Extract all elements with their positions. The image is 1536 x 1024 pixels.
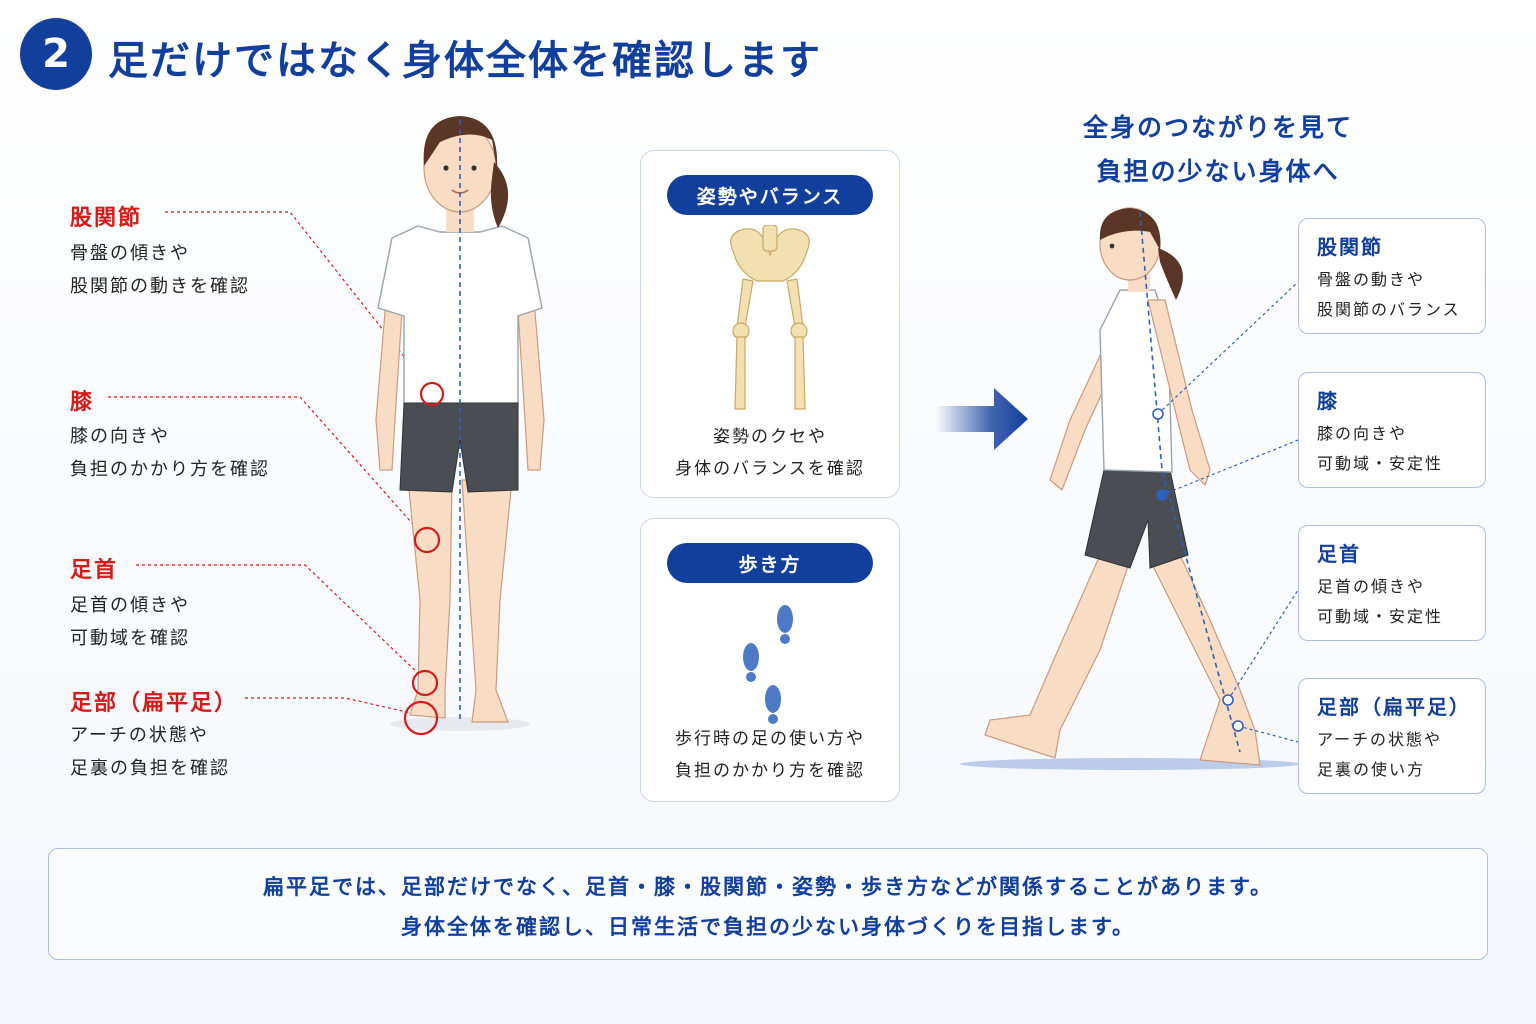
box-title: 股関節: [1317, 235, 1383, 259]
box-text: 骨盤の動きや 股関節のバランス: [1317, 265, 1461, 325]
skeleton-pelvis-icon: [730, 225, 810, 410]
label-line: 膝の向きや: [70, 426, 170, 447]
label-text: 足首の傾きや 可動域を確認: [70, 589, 190, 655]
footprints-icon: [743, 605, 793, 724]
box-line: 可動域・安定性: [1317, 454, 1444, 473]
label-line: アーチの状態や: [70, 725, 209, 746]
right-box-knee: 膝 膝の向きや 可動域・安定性: [1298, 372, 1486, 488]
heading-line: 全身のつながりを見て: [1082, 113, 1353, 142]
box-title: 膝: [1317, 389, 1339, 413]
box-line: 足裏の使い方: [1317, 760, 1426, 779]
walking-text: 歩行時の足の使い方や 負担のかかり方を確認: [641, 723, 899, 787]
right-box-hip: 股関節 骨盤の動きや 股関節のバランス: [1298, 218, 1486, 334]
box-title: 足首: [1317, 542, 1361, 566]
box-text: 膝の向きや 可動域・安定性: [1317, 419, 1443, 479]
posture-balance-text: 姿勢のクセや 身体のバランスを確認: [641, 421, 899, 485]
label-line: 可動域を確認: [70, 628, 190, 649]
joint-markers: [1152, 408, 1244, 732]
posture-balance-pill: 姿勢やバランス: [667, 175, 873, 215]
box-line: 可動域・安定性: [1317, 607, 1444, 626]
label-line: 骨盤の傾きや: [70, 243, 190, 264]
label-text: 骨盤の傾きや 股関節の動きを確認: [70, 237, 250, 303]
label-line: 股関節の動きを確認: [70, 276, 250, 297]
label-title: 膝: [70, 390, 95, 415]
box-line: 膝の向きや: [1317, 424, 1408, 443]
right-arrow-icon: [936, 388, 1028, 450]
label-line: 足裏の負担を確認: [70, 758, 230, 779]
box-text: 足首の傾きや 可動域・安定性: [1317, 572, 1443, 632]
card-line: 歩行時の足の使い方や: [675, 729, 865, 749]
box-line: アーチの状態や: [1317, 730, 1443, 749]
box-title: 足部（扁平足）: [1317, 695, 1471, 719]
box-text: アーチの状態や 足裏の使い方: [1317, 725, 1442, 785]
heading-line: 負担の少ない身体へ: [1096, 157, 1340, 186]
summary-note: 扁平足では、足部だけでなく、足首・膝・股関節・姿勢・歩き方などが関係することがあ…: [48, 848, 1488, 960]
right-box-foot: 足部（扁平足） アーチの状態や 足裏の使い方: [1298, 678, 1486, 794]
note-line-2: 身体全体を確認し、日常生活で負担の少ない身体づくりを目指します。: [401, 915, 1135, 939]
posture-balance-card: 姿勢やバランス 姿勢のクセや 身体のバランスを確認: [640, 150, 900, 498]
step-number-badge: 2: [20, 18, 92, 90]
box-line: 骨盤の動きや: [1317, 270, 1426, 289]
connector-lines: [1157, 281, 1299, 743]
label-line: 足首の傾きや: [70, 595, 190, 616]
label-title: 足首: [70, 558, 119, 583]
right-box-ankle: 足首 足首の傾きや 可動域・安定性: [1298, 525, 1486, 641]
page-title: 足だけではなく身体全体を確認します: [108, 38, 822, 84]
box-line: 足首の傾きや: [1317, 577, 1426, 596]
card-line: 負担のかかり方を確認: [675, 761, 865, 781]
card-line: 身体のバランスを確認: [675, 459, 865, 479]
walking-pill: 歩き方: [667, 543, 873, 583]
check-point-circles: [403, 381, 445, 736]
label-line: 負担のかかり方を確認: [70, 459, 270, 480]
label-text: アーチの状態や 足裏の負担を確認: [70, 719, 230, 785]
note-line-1: 扁平足では、足部だけでなく、足首・膝・股関節・姿勢・歩き方などが関係することがあ…: [263, 875, 1273, 899]
box-line: 股関節のバランス: [1317, 300, 1461, 319]
card-line: 姿勢のクセや: [713, 427, 827, 447]
right-heading: 全身のつながりを見て 負担の少ない身体へ: [1040, 106, 1396, 194]
walking-card: 歩き方 歩行時の足の使い方や 負担のかかり方を確認: [640, 518, 900, 802]
label-title: 足部（扁平足）: [70, 691, 239, 716]
label-text: 膝の向きや 負担のかかり方を確認: [70, 420, 270, 486]
label-title: 股関節: [70, 206, 143, 231]
